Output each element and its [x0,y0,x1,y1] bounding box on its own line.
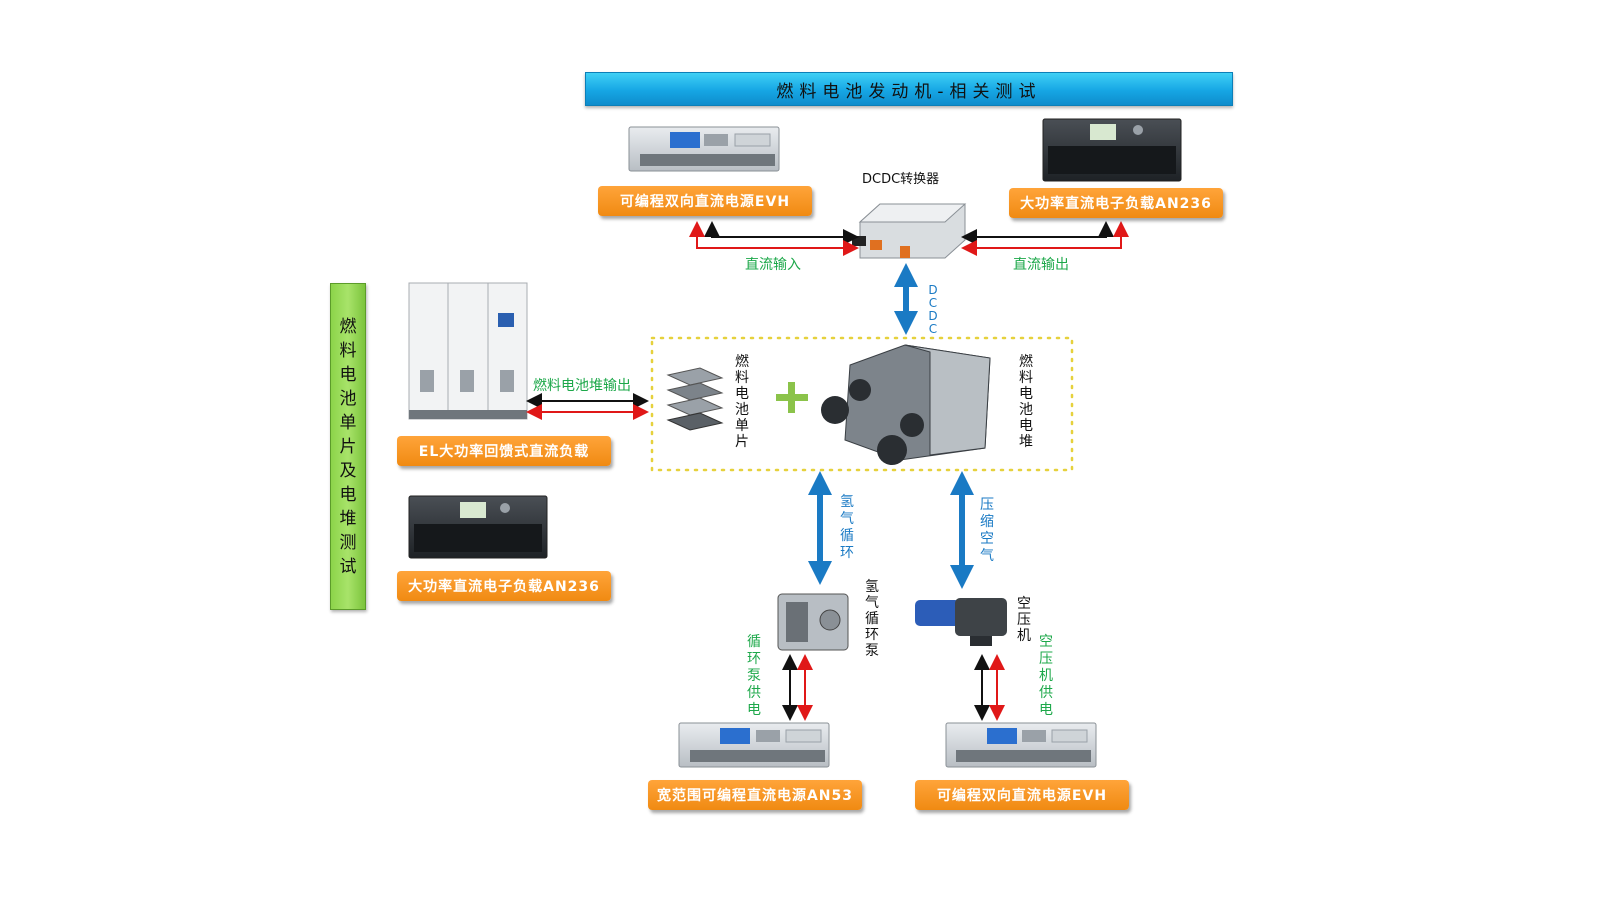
compressed-air-label: 压缩空气 [980,497,994,564]
evh-rack-bottom-image [945,722,1097,768]
compressor-label: 空压机 [1017,596,1031,644]
single-cell-label: 燃料电池单片 [735,354,749,450]
an236-top-label: 大功率直流电子负载AN236 [1009,188,1223,218]
pump-power-label: 循环泵供电 [747,634,761,718]
air-compressor-image [915,598,1007,646]
stack-label: 燃料电池电堆 [1019,354,1033,450]
an53-rack-image [678,722,830,768]
evh-bottom-label: 可编程双向直流电源EVH [915,780,1129,810]
dc-output-label: 直流输出 [1013,257,1069,273]
diagram-title: 燃料电池发动机-相关测试 [585,72,1233,106]
side-title: 燃料电池单片及电堆测试 [330,283,366,610]
el-load-cabinet-image [408,282,528,420]
plus-icon [776,382,808,413]
an236-left-label: 大功率直流电子负载AN236 [397,571,611,601]
dc-input-label: 直流输入 [745,257,801,273]
single-cell-image [666,367,724,431]
stack-output-label: 燃料电池堆输出 [533,378,631,394]
compressor-power-label: 空压机供电 [1039,634,1053,718]
an53-label: 宽范围可编程直流电源AN53 [648,780,862,810]
evh-rack-top-image [628,126,780,172]
h2-pump-label: 氢气循环泵 [865,579,879,659]
h2-pump-image [777,593,849,651]
dcdc-converter-label: DCDC转换器 [862,172,940,187]
an236-top-image [1042,118,1182,182]
an236-left-image [408,495,548,559]
evh-top-label: 可编程双向直流电源EVH [598,186,812,216]
dcdc-converter-image [852,203,967,259]
fuel-cell-stack-image [821,344,991,465]
el-load-label: EL大功率回馈式直流负载 [397,436,611,466]
h2-loop-label: 氢气循环 [840,494,854,561]
